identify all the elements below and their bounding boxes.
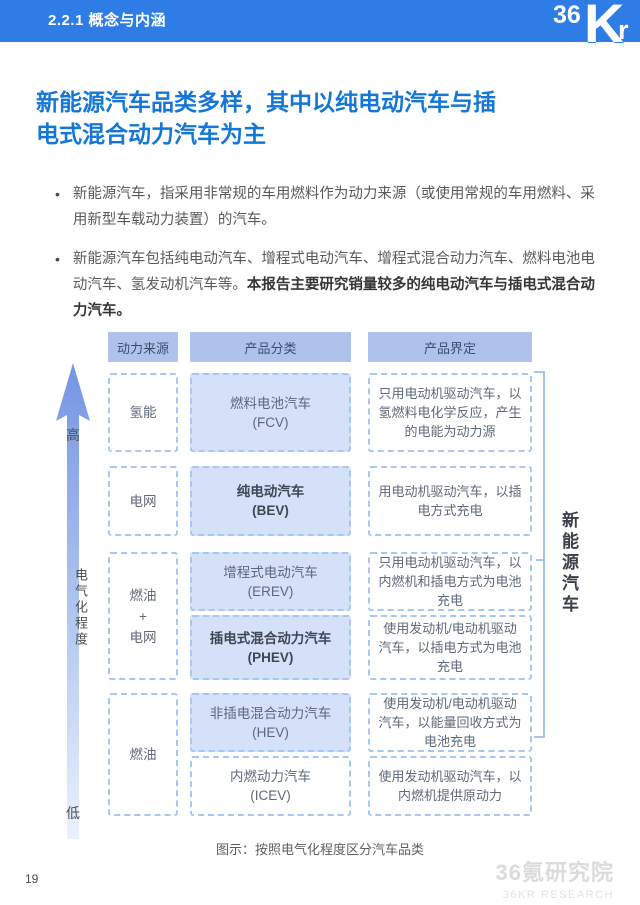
bullet-text: 新能源汽车包括纯电动汽车、增程式电动汽车、增程式混合动力汽车、燃料电池电动汽车、… <box>72 251 595 319</box>
bullet-text: 新能源汽车，指采用非常规的车用燃料作为动力来源（或使用常规的车用燃料、采用新型车… <box>72 186 595 228</box>
bullet-marker: • <box>55 186 60 202</box>
logo-36kr-lower: 36 K r <box>551 0 640 62</box>
logo-36kr-upper: 36 K r <box>551 0 640 55</box>
category-cell-phev: 插电式混合动力汽车 (PHEV) <box>190 615 351 680</box>
page-title-line1: 新能源汽车品类多样，其中以纯电动汽车与插 <box>36 89 496 115</box>
axis-low-label: 低 <box>66 805 80 821</box>
definition-cell-phev: 使用发动机/电动机驱动汽车，以插电方式为电池充电 <box>368 615 532 680</box>
category-cell-icev: 内燃动力汽车 (ICEV) <box>190 756 351 816</box>
logo-r-glyph: r <box>618 15 629 45</box>
section-title: 2.2.1 概念与内涵 <box>48 12 167 29</box>
definition-cell-icev: 使用发动机驱动汽车，以内燃机提供原动力 <box>368 756 532 816</box>
bullet-list: • 新能源汽车，指采用非常规的车用燃料作为动力来源（或使用常规的车用燃料、采用新… <box>55 181 607 337</box>
diagram-caption: 图示：按照电气化程度区分汽车品类 <box>215 842 424 857</box>
source-cell-hydrogen: 氢能 <box>108 373 178 452</box>
source-cell-fuel-plus-grid: 燃油 + 电网 <box>108 552 178 680</box>
logo-k-glyph: K <box>584 0 625 55</box>
brand-watermark: 36氪研究院 36KR RESEARCH <box>496 855 614 901</box>
brand-watermark-cn: 36氪研究院 <box>495 860 614 885</box>
page-number: 19 <box>25 872 39 886</box>
logo-36kr: 36 K r 36 K r <box>551 0 640 62</box>
source-cell-fuel: 燃油 <box>108 693 178 816</box>
bullet-item: • 新能源汽车包括纯电动汽车、增程式电动汽车、增程式混合动力汽车、燃料电池电动汽… <box>55 246 607 324</box>
header-bar: 2.2.1 概念与内涵 36 K r 36 K r <box>0 0 640 55</box>
axis-high-label: 高 <box>66 427 80 443</box>
electrification-axis-arrow <box>56 363 90 839</box>
nev-group-bracket <box>534 371 545 738</box>
definition-cell-fcv: 只用电动机驱动汽车，以氢燃料电化学反应，产生的电能为动力源 <box>368 373 532 452</box>
logo-36-text: 36 <box>553 1 581 29</box>
bullet-item: • 新能源汽车，指采用非常规的车用燃料作为动力来源（或使用常规的车用燃料、采用新… <box>55 181 607 233</box>
nev-group-label: 新能源汽车 <box>559 511 578 616</box>
column-header-power-source: 动力来源 <box>108 332 178 362</box>
definition-cell-bev: 用电动机驱动汽车，以插电方式充电 <box>368 466 532 536</box>
logo-k-glyph: K <box>584 0 625 55</box>
category-cell-fcv: 燃料电池汽车 (FCV) <box>190 373 351 452</box>
vehicle-classification-diagram: 高 电气化程度 低 动力来源 产品分类 产品界定 氢能 电网 燃油 + 电网 燃… <box>0 325 640 873</box>
page-title: 新能源汽车品类多样，其中以纯电动汽车与插 电式混合动力汽车为主 <box>36 86 581 150</box>
brand-watermark-en: 36KR RESEARCH <box>502 889 614 901</box>
definition-cell-erev: 只用电动机驱动汽车，以内燃机和插电方式为电池充电 <box>368 552 532 611</box>
column-header-product-category: 产品分类 <box>190 332 351 362</box>
logo-r-glyph: r <box>618 15 629 45</box>
bullet-marker: • <box>55 251 60 267</box>
category-cell-hev: 非插电混合动力汽车 (HEV) <box>190 693 351 752</box>
column-header-product-definition: 产品界定 <box>368 332 532 362</box>
category-cell-bev: 纯电动汽车 (BEV) <box>190 466 351 536</box>
axis-title: 电气化程度 <box>73 568 88 648</box>
definition-cell-hev: 使用发动机/电动机驱动汽车，以能量回收方式为电池充电 <box>368 693 532 752</box>
page-title-line2: 电式混合动力汽车为主 <box>36 121 266 147</box>
source-cell-grid: 电网 <box>108 466 178 536</box>
category-cell-erev: 增程式电动汽车 (EREV) <box>190 552 351 611</box>
